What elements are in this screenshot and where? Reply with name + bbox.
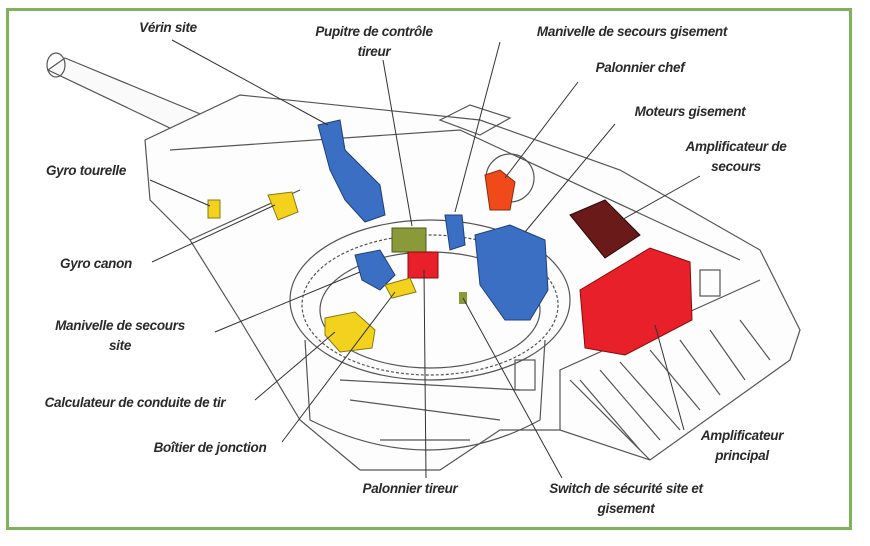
label-line: Amplificateur de xyxy=(685,139,787,154)
label-moteurs-gisement: Moteurs gisement xyxy=(634,104,746,119)
label-line: site xyxy=(108,338,132,353)
label-palonnier-chef: Palonnier chef xyxy=(595,60,685,75)
pupitre-component xyxy=(391,227,427,253)
turret-outline xyxy=(46,52,801,471)
label-line: gisement xyxy=(597,501,655,516)
palonnier-tireur-component xyxy=(407,251,439,279)
label-palonnier-tireur: Palonnier tireur xyxy=(362,481,458,496)
boitier-component xyxy=(384,277,417,299)
label-switch: Switch de sécurité site et gisement xyxy=(549,479,703,519)
label-ampli-secours: Amplificateur de secours xyxy=(686,137,787,177)
verin-site-component xyxy=(317,119,386,223)
ampli-principal-component xyxy=(579,247,693,356)
gyro-canon-component xyxy=(267,191,299,221)
label-boitier: Boîtier de jonction xyxy=(153,440,267,455)
moteurs-gisement-component xyxy=(474,224,549,321)
label-line: principal xyxy=(715,448,769,463)
label-verin-site: Vérin site xyxy=(139,20,197,35)
gyro-tourelle-component xyxy=(207,199,221,219)
label-pupitre: Pupitre de contrôle tireur xyxy=(315,22,433,62)
label-calculateur: Calculateur de conduite de tir xyxy=(44,395,226,410)
label-line: Amplificateur xyxy=(700,428,784,443)
label-line: Pupitre de contrôle xyxy=(315,24,433,39)
label-manivelle-site: Manivelle de secours site xyxy=(55,316,185,356)
components xyxy=(207,119,693,356)
label-line: tireur xyxy=(357,44,391,59)
ampli-secours-component xyxy=(569,199,641,259)
manivelle-site-component xyxy=(354,249,396,291)
label-ampli-principal: Amplificateur principal xyxy=(700,426,784,466)
leader-lines xyxy=(149,39,701,479)
palonnier-chef-component xyxy=(484,169,516,211)
manivelle-gisement-component xyxy=(444,214,466,251)
calculateur-component xyxy=(324,311,376,353)
label-gyro-tourelle: Gyro tourelle xyxy=(45,163,127,178)
label-manivelle-gisement: Manivelle de secours gisement xyxy=(536,24,728,39)
label-line: secours xyxy=(711,159,761,174)
label-line: Switch de sécurité site et xyxy=(549,481,703,496)
label-gyro-canon: Gyro canon xyxy=(59,256,133,271)
label-line: Manivelle de secours xyxy=(55,318,185,333)
